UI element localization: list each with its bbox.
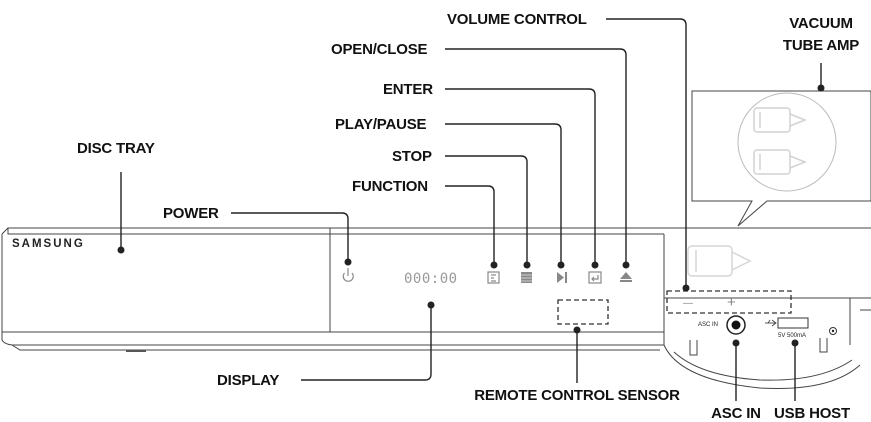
brand-logo: SAMSUNG	[12, 238, 85, 250]
usb-host-port[interactable]	[777, 317, 809, 329]
volume-down-button[interactable]: —	[683, 298, 693, 309]
side-jack	[829, 327, 837, 335]
label-vacuum-tube-amp-1: VACUUM	[789, 15, 853, 32]
device-body	[1, 227, 871, 389]
label-remote-control-sensor: REMOTE CONTROL SENSOR	[474, 387, 680, 404]
stop-icon	[521, 272, 532, 283]
label-usb-host: USB HOST	[774, 405, 850, 422]
usb-rating-label: 5V 500mA	[778, 333, 806, 339]
eject-icon	[620, 272, 632, 282]
function-icon	[487, 271, 500, 284]
enter-button[interactable]	[588, 271, 602, 284]
open-close-button[interactable]	[620, 272, 632, 282]
label-vacuum-tube-amp-2: TUBE AMP	[783, 37, 859, 54]
volume-up-button[interactable]: +	[727, 294, 736, 311]
function-button[interactable]	[487, 271, 500, 284]
vacuum-tube	[687, 245, 752, 277]
vacuum-tube-magnifier	[691, 90, 871, 227]
label-disc-tray: DISC TRAY	[77, 140, 155, 157]
label-stop: STOP	[392, 148, 432, 165]
power-icon	[342, 268, 354, 282]
display-readout: 000:00	[404, 271, 458, 287]
label-open-close: OPEN/CLOSE	[331, 41, 428, 58]
label-asc-in: ASC IN	[711, 405, 761, 422]
enter-icon	[588, 271, 602, 284]
label-function: FUNCTION	[352, 178, 428, 195]
power-button[interactable]	[342, 268, 354, 282]
label-display: DISPLAY	[217, 372, 279, 389]
label-enter: ENTER	[383, 81, 433, 98]
label-volume-control: VOLUME CONTROL	[447, 11, 587, 28]
play-pause-button[interactable]	[557, 272, 567, 283]
callout-lines	[117, 18, 825, 401]
asc-in-jack[interactable]	[726, 315, 746, 335]
remote-sensor-window	[557, 299, 609, 325]
label-power: POWER	[163, 205, 219, 222]
usb-icon	[765, 319, 777, 327]
label-play-pause: PLAY/PAUSE	[335, 116, 427, 133]
stop-button[interactable]	[521, 272, 532, 283]
volume-control-region	[666, 290, 792, 314]
asc-in-port-label: ASC IN	[698, 322, 718, 328]
play-pause-icon	[557, 272, 567, 283]
